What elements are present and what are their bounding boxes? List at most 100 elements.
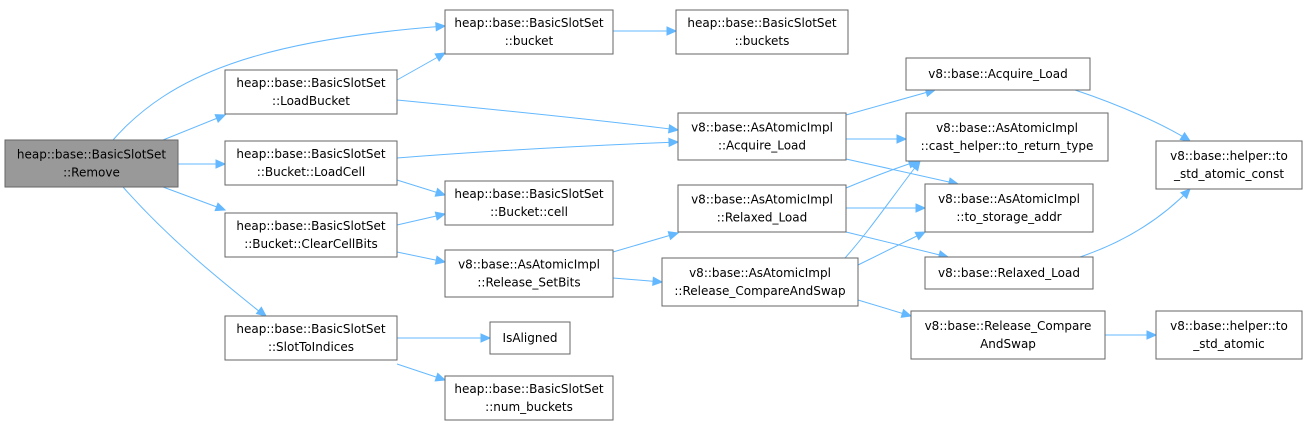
arrowhead — [434, 187, 447, 197]
call-edge — [612, 231, 680, 253]
node-label-line: v8::base::AsAtomicImpl — [691, 193, 833, 207]
node-label-line: ::Remove — [63, 166, 120, 180]
arrowhead — [435, 21, 447, 32]
node-box — [905, 112, 1109, 162]
call-edge — [613, 26, 678, 36]
node-bucket[interactable]: heap::base::BasicSlotSet::bucket — [444, 9, 614, 55]
node-box — [224, 315, 398, 361]
call-edge — [857, 299, 913, 318]
call-edge — [396, 211, 447, 226]
node-label-line: heap::base::BasicSlotSet — [236, 76, 386, 90]
node-box — [677, 184, 847, 233]
node-acquire-load[interactable]: v8::base::Acquire_Load — [905, 57, 1091, 91]
call-edge-line — [845, 160, 919, 189]
call-edge-line — [857, 231, 926, 266]
arrowhead — [914, 231, 927, 241]
call-edge — [397, 333, 492, 343]
node-to-storage[interactable]: v8::base::AsAtomicImpl::to_storage_addr — [924, 183, 1094, 233]
node-box — [661, 257, 859, 307]
node-cell[interactable]: heap::base::BasicSlotSet::Bucket::cell — [444, 180, 614, 226]
node-label-line: v8::base::helper::to — [1170, 149, 1288, 163]
node-relaxed-load[interactable]: v8::base::Relaxed_Load — [924, 256, 1094, 290]
call-edge — [1105, 330, 1158, 340]
arrowhead — [214, 114, 227, 123]
node-label-line: ::Relaxed_Load — [717, 211, 807, 225]
node-box — [675, 9, 849, 55]
node-isaligned[interactable]: IsAligned — [489, 321, 571, 355]
node-label-line: v8::base::AsAtomicImpl — [938, 192, 1080, 206]
arrowhead — [434, 372, 447, 382]
node-box — [4, 139, 179, 188]
node-label-line: v8::base::AsAtomicImpl — [689, 266, 831, 280]
node-box — [910, 310, 1106, 360]
arrowhead — [896, 134, 908, 144]
node-numbuckets[interactable]: heap::base::BasicSlotSet::num_buckets — [444, 375, 614, 421]
node-label-line: heap::base::BasicSlotSet — [454, 382, 604, 396]
node-label-line: v8::base::AsAtomicImpl — [458, 258, 600, 272]
node-buckets[interactable]: heap::base::BasicSlotSet::buckets — [675, 9, 849, 55]
node-box — [1155, 310, 1303, 360]
node-box — [905, 57, 1091, 91]
call-edge-line — [1079, 188, 1191, 258]
node-atomic-relaxed[interactable]: v8::base::AsAtomicImpl::Relaxed_Load — [677, 184, 847, 233]
arrowhead — [1179, 131, 1192, 142]
node-loadcell[interactable]: heap::base::BasicSlotSet::Bucket::LoadCe… — [224, 140, 398, 186]
node-label-line: heap::base::BasicSlotSet — [454, 187, 604, 201]
arrowhead — [1179, 188, 1191, 200]
arrowhead — [214, 202, 227, 212]
node-release-cas[interactable]: v8::base::Release_CompareAndSwap — [910, 310, 1106, 360]
node-clearcellbits[interactable]: heap::base::BasicSlotSet::Bucket::ClearC… — [224, 212, 398, 258]
call-edge-line — [612, 232, 679, 253]
node-helper-const[interactable]: v8::base::helper::to_std_atomic_const — [1155, 140, 1303, 190]
call-edge — [845, 159, 920, 189]
node-box — [1155, 140, 1303, 190]
node-label-line: AndSwap — [980, 337, 1036, 351]
node-helper-atomic[interactable]: v8::base::helper::to_std_atomic — [1155, 310, 1303, 360]
arrowhead — [910, 160, 921, 172]
node-label-line: v8::base::Acquire_Load — [928, 67, 1068, 81]
node-label-line: heap::base::BasicSlotSet — [687, 16, 837, 30]
node-box — [224, 69, 398, 115]
node-label-line: heap::base::BasicSlotSet — [17, 148, 167, 162]
call-edge-line — [396, 99, 679, 131]
call-edge — [845, 158, 960, 187]
arrowhead — [652, 276, 664, 286]
nodes-layer: heap::base::BasicSlotSet::Removeheap::ba… — [4, 9, 1303, 421]
node-box — [444, 9, 614, 55]
call-edge — [396, 363, 447, 382]
node-label-line: ::Release_SetBits — [477, 276, 580, 290]
edges-layer — [112, 21, 1192, 382]
node-box — [677, 112, 847, 161]
call-edge — [396, 52, 447, 81]
arrowhead — [480, 333, 492, 343]
call-edge-line — [396, 141, 679, 159]
node-label-line: heap::base::BasicSlotSet — [236, 322, 386, 336]
node-label-line: v8::base::AsAtomicImpl — [691, 121, 833, 135]
node-label-line: IsAligned — [503, 331, 558, 345]
node-label-line: v8::base::AsAtomicImpl — [936, 121, 1078, 135]
node-label-line: _std_atomic_const — [1173, 167, 1284, 181]
node-label-line: ::cast_helper::to_return_type — [921, 139, 1094, 153]
call-edge-line — [1074, 89, 1191, 142]
node-box — [224, 212, 398, 258]
call-edge — [162, 186, 227, 212]
node-atomic-acquire[interactable]: v8::base::AsAtomicImpl::Acquire_Load — [677, 112, 847, 161]
call-edge — [845, 87, 937, 116]
node-label-line: ::num_buckets — [485, 400, 573, 414]
node-box — [224, 140, 398, 186]
node-label-line: ::Acquire_Load — [718, 139, 806, 153]
call-edge — [173, 159, 227, 169]
arrowhead — [667, 231, 680, 241]
node-label-line: heap::base::BasicSlotSet — [236, 219, 386, 233]
node-loadbucket[interactable]: heap::base::BasicSlotSet::LoadBucket — [224, 69, 398, 115]
node-slottoindices[interactable]: heap::base::BasicSlotSet::SlotToIndices — [224, 315, 398, 361]
node-remove[interactable]: heap::base::BasicSlotSet::Remove — [4, 139, 179, 188]
node-label-line: ::Bucket::LoadCell — [257, 165, 365, 179]
call-edge-line — [162, 114, 226, 141]
node-atomic-rcas[interactable]: v8::base::AsAtomicImpl::Release_CompareA… — [661, 257, 859, 307]
node-label-line: v8::base::helper::to — [1170, 319, 1288, 333]
arrowhead — [215, 159, 227, 169]
node-label-line: ::Release_CompareAndSwap — [674, 284, 845, 298]
node-release-setbits[interactable]: v8::base::AsAtomicImpl::Release_SetBits — [444, 249, 614, 298]
node-cast-helper[interactable]: v8::base::AsAtomicImpl::cast_helper::to_… — [905, 112, 1109, 162]
